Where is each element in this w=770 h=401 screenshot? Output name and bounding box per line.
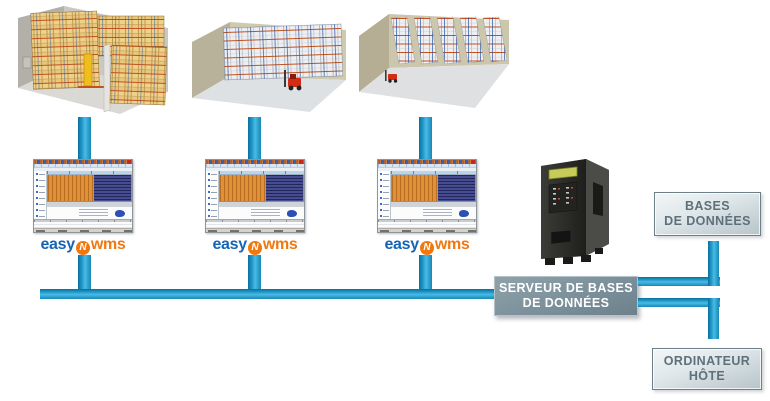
menu-bar (34, 164, 132, 168)
occupancy-grid-occupied (392, 175, 439, 201)
databases-label: BASES DE DONNÉES (654, 192, 761, 236)
network-bus-line (40, 289, 496, 299)
logo-easy-text: easy (384, 236, 419, 253)
status-bar (34, 228, 132, 232)
logo-wms-text: wms (434, 236, 470, 253)
forklift-icon (385, 70, 398, 83)
close-icon (471, 160, 475, 164)
connector-wms2-to-bus (248, 255, 261, 290)
table-row (34, 222, 132, 225)
table-row (206, 222, 304, 225)
table-header (378, 219, 476, 222)
connector-warehouse3-to-wms (419, 117, 432, 159)
occupancy-grid-occupied (220, 175, 267, 201)
detail-panel (391, 206, 476, 219)
host-label: ORDINATEUR HÔTE (652, 348, 762, 390)
logo-easy-text: easy (212, 236, 247, 253)
form-fields (423, 209, 453, 218)
wms-screenshot-3 (377, 159, 477, 233)
logo-easy-text: easy (40, 236, 75, 253)
window-title-bar (206, 160, 304, 164)
chart-blob-icon (287, 210, 297, 217)
database-server-icon (541, 159, 609, 265)
table-row (34, 225, 132, 228)
chart-blob-icon (459, 210, 469, 217)
connector-server-to-host-h (638, 298, 720, 307)
occupancy-grid-free (438, 175, 475, 201)
logo-wms-text: wms (90, 236, 126, 253)
wms-screenshot-1 (33, 159, 133, 233)
table-row (206, 225, 304, 228)
toolbar (206, 168, 304, 171)
form-fields (79, 209, 109, 218)
forklift-icon (284, 70, 302, 91)
table-row (378, 222, 476, 225)
status-bar (378, 228, 476, 232)
host-label-line1: ORDINATEUR (663, 354, 751, 368)
chart-blob-icon (115, 210, 125, 217)
server-label-line2: DE DONNÉES (522, 296, 610, 310)
detail-panel (47, 206, 132, 219)
server-label: SERVEUR DE BASES DE DONNÉES (494, 276, 638, 316)
connector-server-to-host-v (708, 298, 719, 339)
databases-label-line1: BASES (684, 199, 731, 213)
occupancy-grid (391, 175, 476, 202)
table-row (378, 225, 476, 228)
occupancy-grid-free (266, 175, 303, 201)
toolbar (378, 168, 476, 171)
occupancy-grid (219, 175, 304, 202)
wms-screenshot-2 (205, 159, 305, 233)
connector-wms3-to-bus (419, 255, 432, 290)
warehouse-1-image (18, 6, 168, 114)
mecalux-badge-icon: N (247, 241, 262, 255)
detail-panel (219, 206, 304, 219)
table-header (206, 219, 304, 222)
navigation-tree (34, 171, 47, 219)
close-icon (299, 160, 303, 164)
connector-warehouse1-to-wms (78, 117, 91, 159)
grid-column-headers (391, 171, 476, 175)
connector-server-to-databases-h (638, 277, 720, 286)
occupancy-grid-occupied (48, 175, 95, 201)
logo-wms-text: wms (262, 236, 298, 253)
mecalux-badge-icon: N (75, 241, 90, 255)
connector-server-to-databases-v (708, 241, 719, 286)
close-icon (127, 160, 131, 164)
warehouse-2-image (192, 22, 346, 112)
menu-bar (378, 164, 476, 168)
server-label-line1: SERVEUR DE BASES (499, 281, 633, 295)
form-fields (251, 209, 281, 218)
connector-wms1-to-bus (78, 255, 91, 290)
navigation-tree (378, 171, 391, 219)
occupancy-grid (47, 175, 132, 202)
occupancy-grid-free (94, 175, 131, 201)
databases-label-line2: DE DONNÉES (664, 214, 751, 228)
window-title-bar (378, 160, 476, 164)
table-header (34, 219, 132, 222)
menu-bar (206, 164, 304, 168)
warehouse-3-image (359, 14, 509, 108)
status-bar (206, 228, 304, 232)
grid-column-headers (47, 171, 132, 175)
mecalux-badge-icon: N (419, 241, 434, 255)
grid-column-headers (219, 171, 304, 175)
navigation-tree (206, 171, 219, 219)
window-title-bar (34, 160, 132, 164)
connector-warehouse2-to-wms (248, 117, 261, 159)
host-label-line2: HÔTE (688, 369, 726, 383)
toolbar (34, 168, 132, 171)
